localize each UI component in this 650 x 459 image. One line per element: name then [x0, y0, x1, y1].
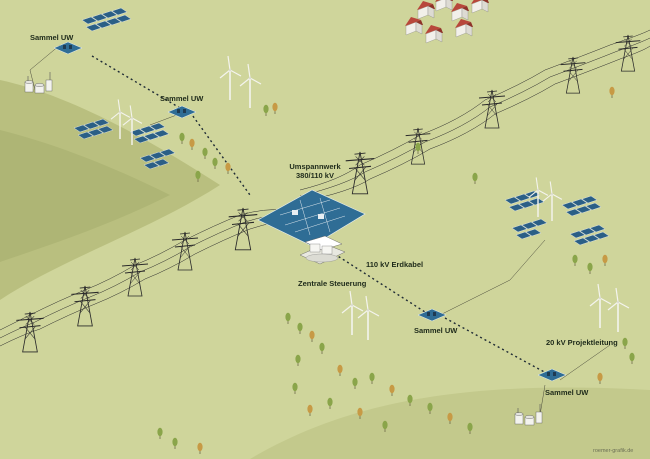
sammel-uw-label: Sammel UW	[30, 33, 74, 42]
credit-text: roemer-grafik.de	[593, 448, 634, 454]
erdkabel-label: 110 kV Erdkabel	[366, 260, 424, 269]
connection-lines	[29, 44, 611, 416]
umspannwerk-voltage: 380/110 kV	[296, 171, 334, 180]
hill-left-shadow	[0, 130, 170, 262]
projektleitung-label: 20 kV Projektleitung	[546, 338, 618, 347]
zentrale-steuerung-label: Zentrale Steuerung	[298, 279, 367, 288]
control-building-icon	[299, 235, 346, 265]
sammel-uw-label: Sammel UW	[160, 94, 204, 103]
umspannwerk-title: Umspannwerk	[289, 162, 341, 171]
sammel-uw-label: Sammel UW	[414, 326, 458, 335]
substation-icon	[257, 189, 366, 247]
underground-cable	[91, 55, 549, 375]
sammel-uw-label: Sammel UW	[545, 388, 589, 397]
umspannwerk-label: Umspannwerk 380/110 kV	[283, 162, 347, 180]
